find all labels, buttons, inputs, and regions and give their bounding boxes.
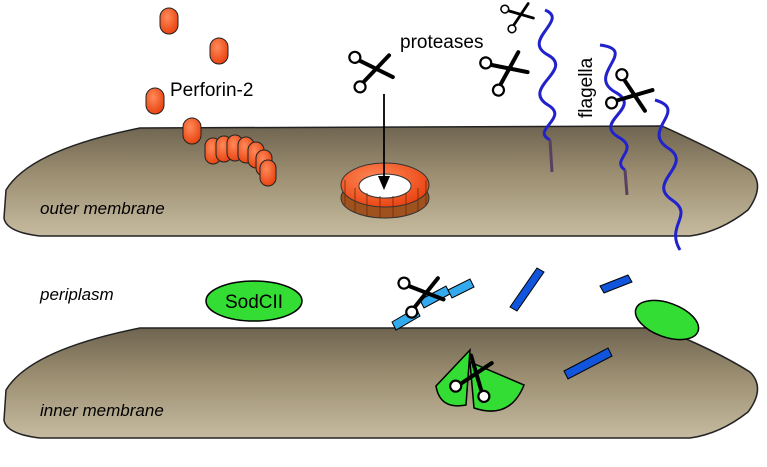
inner-membrane	[3, 327, 759, 439]
scissors-icon	[476, 41, 534, 100]
perforin-pore	[340, 162, 430, 219]
perforin-oligomer-chain	[204, 134, 277, 187]
flagella-label: flagella	[576, 57, 597, 118]
outer-membrane-label: outer membrane	[40, 199, 165, 218]
flagella-bases	[548, 139, 629, 196]
inner-membrane-label: inner membrane	[40, 401, 164, 420]
proteases-label: proteases	[400, 32, 483, 53]
sodcii-fragment-oval	[634, 299, 700, 341]
periplasm-label: periplasm	[39, 285, 114, 304]
entry-arrow	[378, 94, 390, 190]
flagella	[537, 8, 683, 251]
perforin-monomers	[145, 7, 229, 145]
sodcii-label: SodCII	[225, 292, 283, 313]
perforin-label: Perforin-2	[170, 80, 253, 101]
scissors-icon	[498, 0, 538, 36]
scissors-icon	[346, 44, 397, 96]
scissors-icon	[602, 65, 658, 122]
sodcii-protein	[205, 280, 303, 322]
